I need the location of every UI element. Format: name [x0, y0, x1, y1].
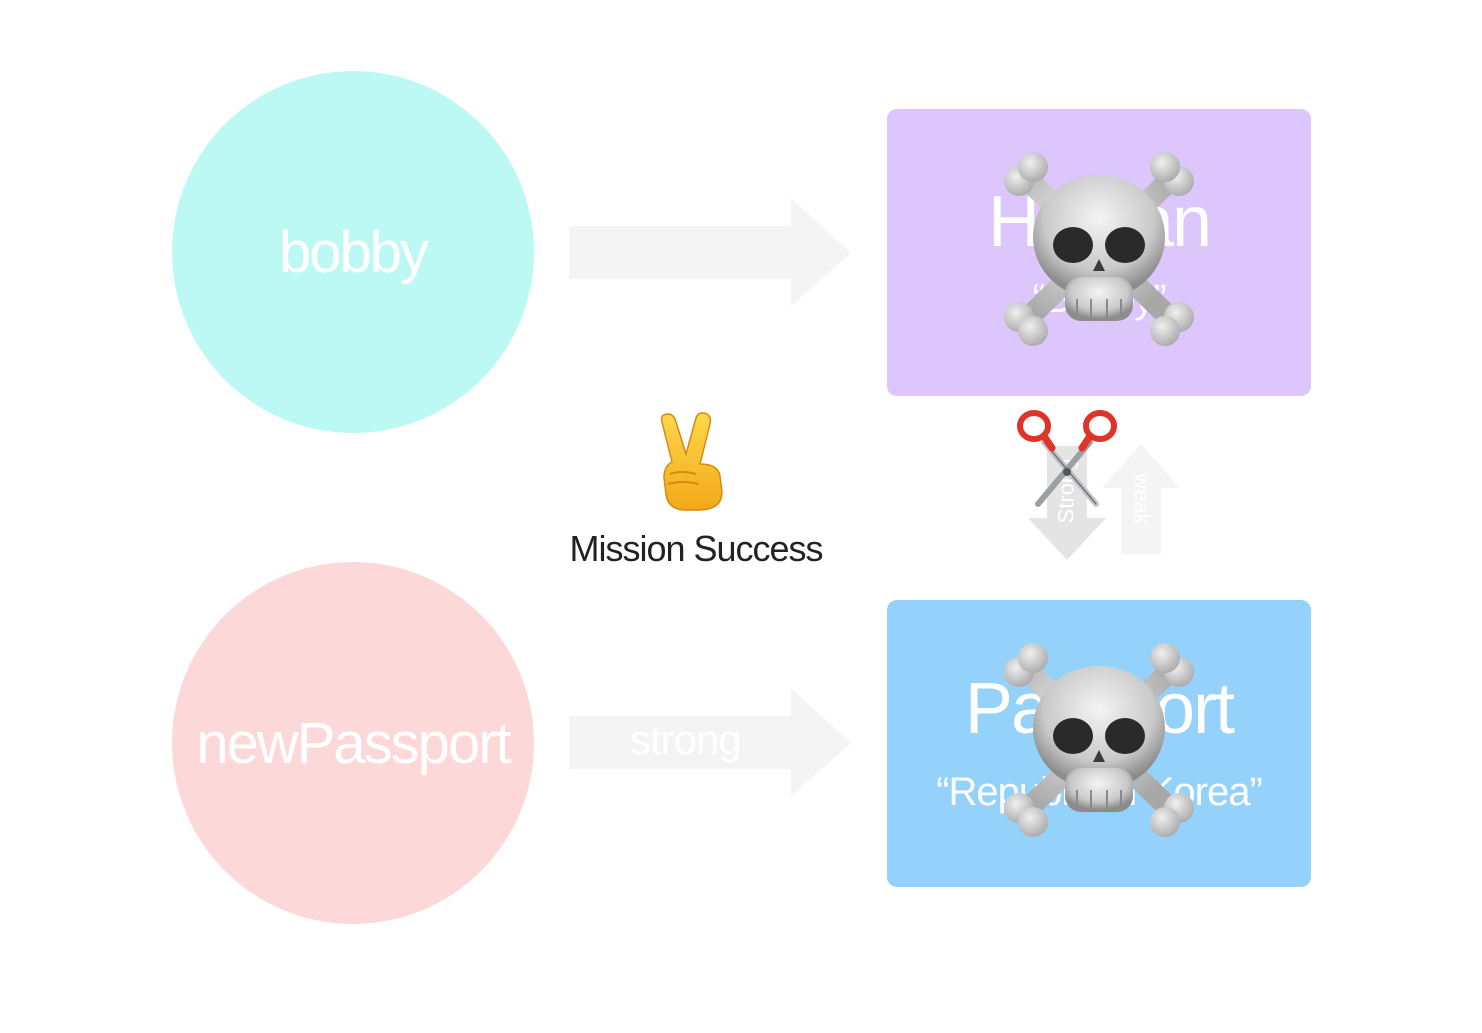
peace-hand-icon: [660, 412, 723, 511]
card-passport: Passport “Republic of Korea”: [887, 600, 1311, 887]
scissors-icon: [1017, 410, 1117, 507]
node-newpassport-label: newPassport: [196, 710, 511, 776]
arrow-bobby-to-human: [569, 198, 851, 306]
node-bobby: bobby: [172, 71, 534, 433]
node-bobby-label: bobby: [278, 219, 429, 285]
node-newpassport: newPassport: [172, 562, 534, 924]
status-caption: Mission Success: [569, 528, 823, 569]
skull-crossbones-icon: [1004, 643, 1194, 837]
arrow-label-strong: strong: [630, 716, 742, 763]
arrow-label-weak-vertical: weak: [1129, 473, 1155, 525]
arrow-newpassport-to-passport: [569, 688, 851, 796]
arrow-human-to-passport: [1028, 446, 1106, 560]
skull-crossbones-icon: [1004, 152, 1194, 346]
arrow-passport-to-human: [1102, 444, 1180, 554]
card-human: Human “Bobby”: [887, 109, 1311, 396]
